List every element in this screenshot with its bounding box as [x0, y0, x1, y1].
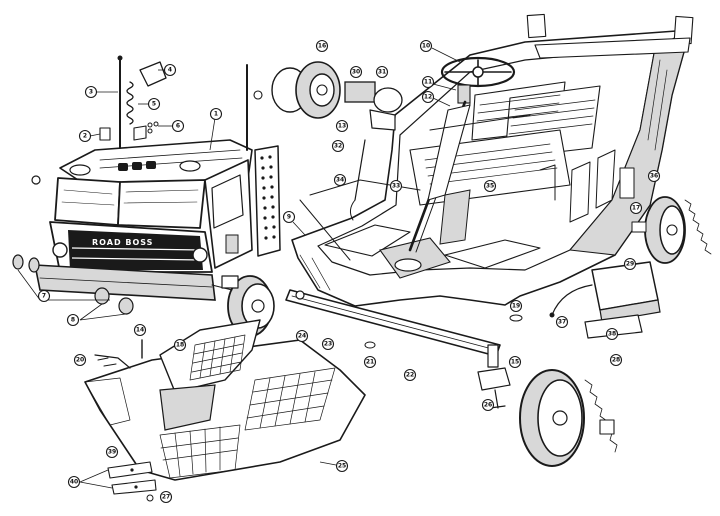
callout-label: 32 [334, 143, 342, 150]
callout-13: 13 [335, 119, 349, 133]
callout-22: 22 [403, 368, 417, 382]
callout-label: 37 [558, 319, 566, 326]
callout-label: 31 [378, 69, 386, 76]
callout-label: 1 [214, 111, 218, 118]
antenna-assembly [99, 55, 167, 149]
callout-label: 27 [162, 494, 170, 501]
rear-right-wheel [631, 196, 712, 264]
callout-2: 2 [78, 129, 101, 143]
callout-label: 13 [338, 123, 346, 130]
callout-label: 35 [486, 183, 494, 190]
callout-23: 23 [321, 337, 335, 351]
callout-24: 24 [295, 329, 309, 343]
callout-37: 37 [555, 315, 569, 329]
callout-8: 8 [66, 313, 80, 327]
callout-label: 38 [608, 331, 616, 338]
callout-16: 16 [315, 39, 329, 53]
callout-label: 19 [512, 303, 520, 310]
callout-label: 25 [338, 463, 346, 470]
callout-label: 34 [336, 177, 344, 184]
callout-label: 9 [287, 214, 291, 221]
callout-label: 30 [352, 69, 360, 76]
callout-20: 20 [73, 353, 87, 367]
callout-label: 22 [406, 372, 414, 379]
callout-33: 33 [389, 179, 403, 193]
callout-label: 15 [511, 359, 519, 366]
callout-6: 6 [158, 119, 185, 133]
callout-label: 23 [324, 341, 332, 348]
callout-label: 6 [176, 123, 180, 130]
hinge-hardware [107, 461, 157, 502]
floor-pan [84, 319, 366, 481]
small-hardware [141, 314, 523, 359]
callout-label: 20 [76, 357, 84, 364]
callout-4: 4 [158, 63, 177, 77]
callout-28: 28 [609, 353, 623, 367]
callout-31: 31 [375, 65, 389, 79]
callout-32: 32 [331, 139, 345, 153]
callout-label: 8 [71, 317, 75, 324]
callout-label: 7 [42, 293, 46, 300]
callouts: 1 2 3 4 5 6 7 8 9 10 11 12 13 14 15 16 1… [37, 39, 661, 504]
callout-35: 35 [483, 179, 497, 193]
callout-36: 36 [647, 169, 661, 183]
callout-label: 21 [366, 359, 374, 366]
callout-10: 10 [419, 39, 461, 63]
gear-motor [344, 81, 403, 221]
callout-30: 30 [349, 65, 363, 79]
callout-14: 14 [133, 323, 147, 337]
callout-40: 40 [67, 469, 113, 489]
callout-3: 3 [84, 85, 118, 99]
callout-34: 34 [333, 173, 347, 187]
callout-label: 39 [108, 449, 116, 456]
callout-12: 12 [421, 90, 451, 107]
top-wheel [271, 61, 341, 119]
callout-label: 14 [136, 327, 144, 334]
callout-label: 18 [176, 342, 184, 349]
callout-label: 10 [422, 43, 430, 50]
callout-label: 29 [626, 261, 634, 268]
callout-5: 5 [138, 97, 161, 111]
callout-label: 12 [424, 94, 432, 101]
callout-11: 11 [421, 75, 457, 91]
steering-assembly [408, 56, 516, 253]
exhaust-stack [246, 64, 281, 257]
grill-text: ROAD BOSS [92, 238, 153, 247]
callout-21: 21 [363, 355, 377, 369]
callout-29: 29 [623, 257, 637, 271]
callout-label: 3 [89, 89, 93, 96]
callout-label: 2 [83, 133, 87, 140]
callout-19: 19 [509, 299, 523, 313]
marker-lights [118, 161, 156, 171]
callout-9: 9 [282, 210, 306, 236]
rear-bottom-wheel [519, 369, 618, 467]
callout-label: 40 [70, 479, 78, 486]
callout-1: 1 [209, 107, 223, 151]
callout-label: 4 [168, 67, 172, 74]
callout-7: 7 [37, 289, 51, 303]
callout-label: 26 [484, 402, 492, 409]
callout-label: 33 [392, 183, 400, 190]
callout-27: 27 [159, 490, 173, 504]
callout-15: 15 [508, 355, 522, 369]
callout-label: 16 [318, 43, 326, 50]
callout-label: 17 [632, 205, 640, 212]
callout-39: 39 [105, 445, 119, 459]
callout-label: 5 [152, 101, 156, 108]
callout-label: 28 [612, 357, 620, 364]
callout-label: 36 [650, 173, 658, 180]
callout-label: 24 [298, 333, 306, 340]
battery [549, 261, 661, 339]
callout-38: 38 [605, 327, 619, 341]
callout-17: 17 [629, 201, 643, 215]
callout-label: 11 [424, 79, 432, 86]
callout-25: 25 [319, 459, 349, 473]
steering-knuckle [477, 344, 511, 409]
callout-18: 18 [173, 338, 187, 352]
truck-cab: ROAD BOSS [31, 139, 253, 301]
callout-26: 26 [481, 398, 495, 412]
